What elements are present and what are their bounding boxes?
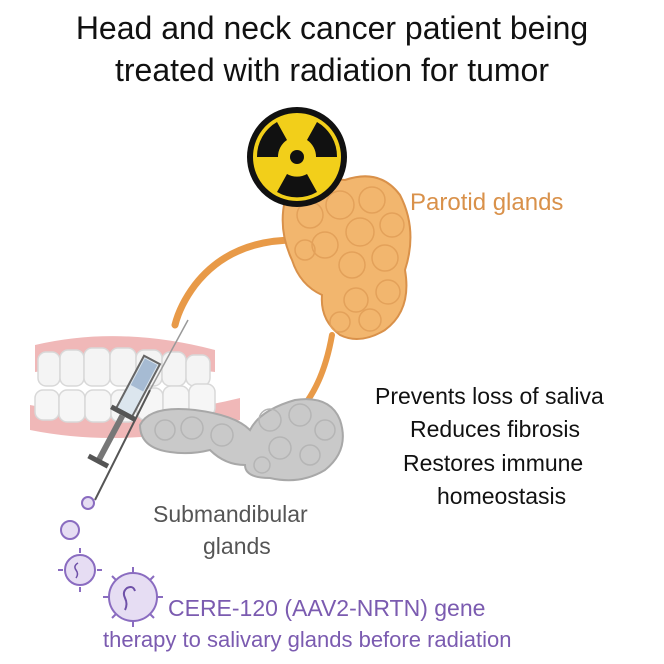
virus-icon xyxy=(58,496,163,627)
effect-line-2: Reduces fibrosis xyxy=(410,416,581,442)
parotid-label: Parotid glands xyxy=(410,189,564,216)
effect-line-3: Restores immune xyxy=(403,450,584,476)
effect-line-1: Prevents loss of saliva xyxy=(375,383,604,409)
therapy-label-line-2: therapy to salivary glands before radiat… xyxy=(103,627,512,652)
parotid-gland-icon xyxy=(281,175,412,340)
radiation-icon xyxy=(247,107,347,207)
submandibular-gland-icon xyxy=(138,398,344,482)
title-line-1: Head and neck cancer patient being xyxy=(75,10,589,46)
submandibular-label-line-2: glands xyxy=(203,533,271,559)
title-line-2: treated with radiation for tumor xyxy=(115,52,549,88)
connecting-duct xyxy=(305,332,335,403)
effect-line-4: homeostasis xyxy=(437,483,567,509)
parotid-duct xyxy=(171,236,299,329)
therapy-label-line-1: CERE-120 (AAV2-NRTN) gene xyxy=(168,595,486,621)
syringe-icon xyxy=(87,319,189,501)
submandibular-label-line-1: Submandibular xyxy=(153,501,308,527)
